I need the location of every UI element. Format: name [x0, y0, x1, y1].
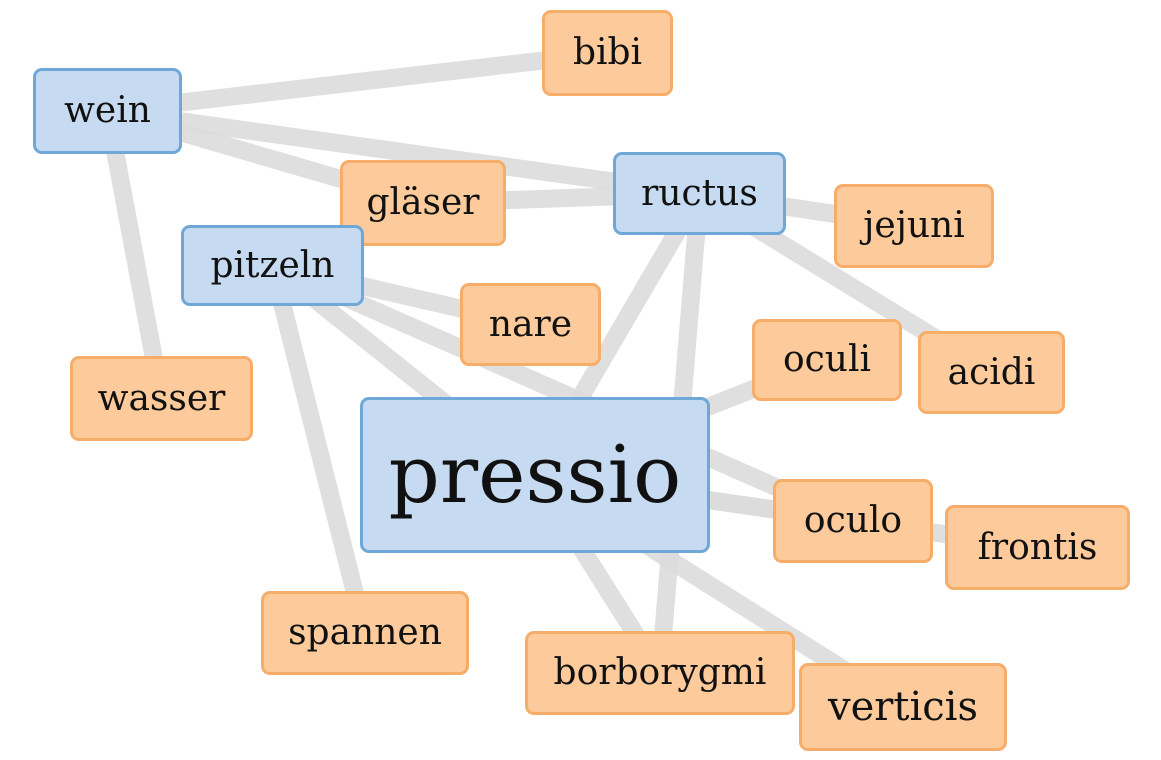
node-verticis: verticis [799, 663, 1007, 751]
node-ructus: ructus [613, 152, 786, 235]
node-label-verticis: verticis [828, 684, 978, 730]
node-label-pressio: pressio [388, 428, 682, 521]
node-label-spannen: spannen [288, 612, 442, 653]
node-frontis: frontis [945, 505, 1130, 590]
node-wasser: wasser [70, 356, 253, 441]
node-wein: wein [33, 68, 182, 154]
node-label-bibi: bibi [572, 32, 643, 73]
node-label-oculi: oculi [782, 339, 872, 380]
node-label-wein: wein [64, 90, 151, 131]
edge-wein-ructus [106, 102, 701, 203]
edge-wein-bibi [106, 44, 609, 120]
edge-pitzeln-oculo [268, 257, 857, 530]
node-label-oculo: oculo [803, 500, 903, 541]
node-jejuni: jejuni [834, 184, 994, 268]
node-label-frontis: frontis [977, 526, 1098, 568]
node-borborygmi: borborygmi [525, 631, 795, 715]
edge-wein-wasser [98, 109, 171, 401]
edge-pitzeln-spannen [263, 263, 374, 636]
node-label-acidi: acidi [947, 351, 1036, 393]
node-acidi: acidi [918, 331, 1065, 414]
node-label-jejuni: jejuni [863, 205, 965, 246]
node-spannen: spannen [261, 591, 469, 675]
node-label-pitzeln: pitzeln [210, 244, 335, 286]
node-label-nare: nare [488, 303, 573, 345]
node-label-wasser: wasser [97, 377, 226, 419]
node-nare: nare [460, 283, 601, 366]
node-bibi: bibi [542, 10, 673, 96]
node-label-glaser: gläser [366, 182, 480, 223]
node-oculo: oculo [773, 479, 933, 563]
node-glaser: gläser [340, 160, 506, 246]
node-pitzeln: pitzeln [181, 225, 364, 306]
node-pressio: pressio [360, 397, 710, 553]
node-label-borborygmi: borborygmi [553, 652, 767, 693]
node-oculi: oculi [752, 319, 902, 401]
node-label-ructus: ructus [641, 172, 758, 214]
